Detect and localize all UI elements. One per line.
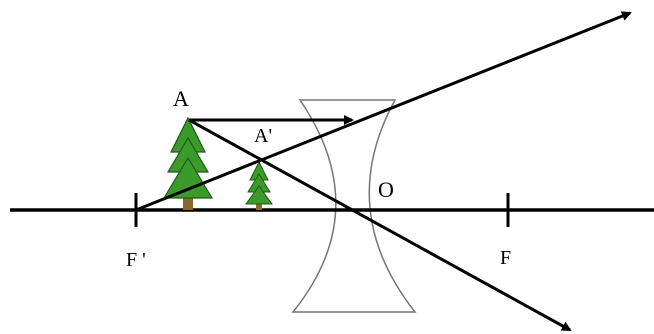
ray-through-center <box>188 118 572 332</box>
object-tree <box>162 116 214 210</box>
image-tree <box>245 160 273 210</box>
ray-divergent-extension <box>135 11 632 212</box>
label-image-top: A' <box>254 125 272 147</box>
label-object-top: A <box>173 86 189 111</box>
label-focal-right: F <box>500 247 511 269</box>
label-focal-left: F ' <box>126 249 146 271</box>
label-optical-center: O <box>378 177 394 202</box>
diverging-lens <box>291 99 417 313</box>
